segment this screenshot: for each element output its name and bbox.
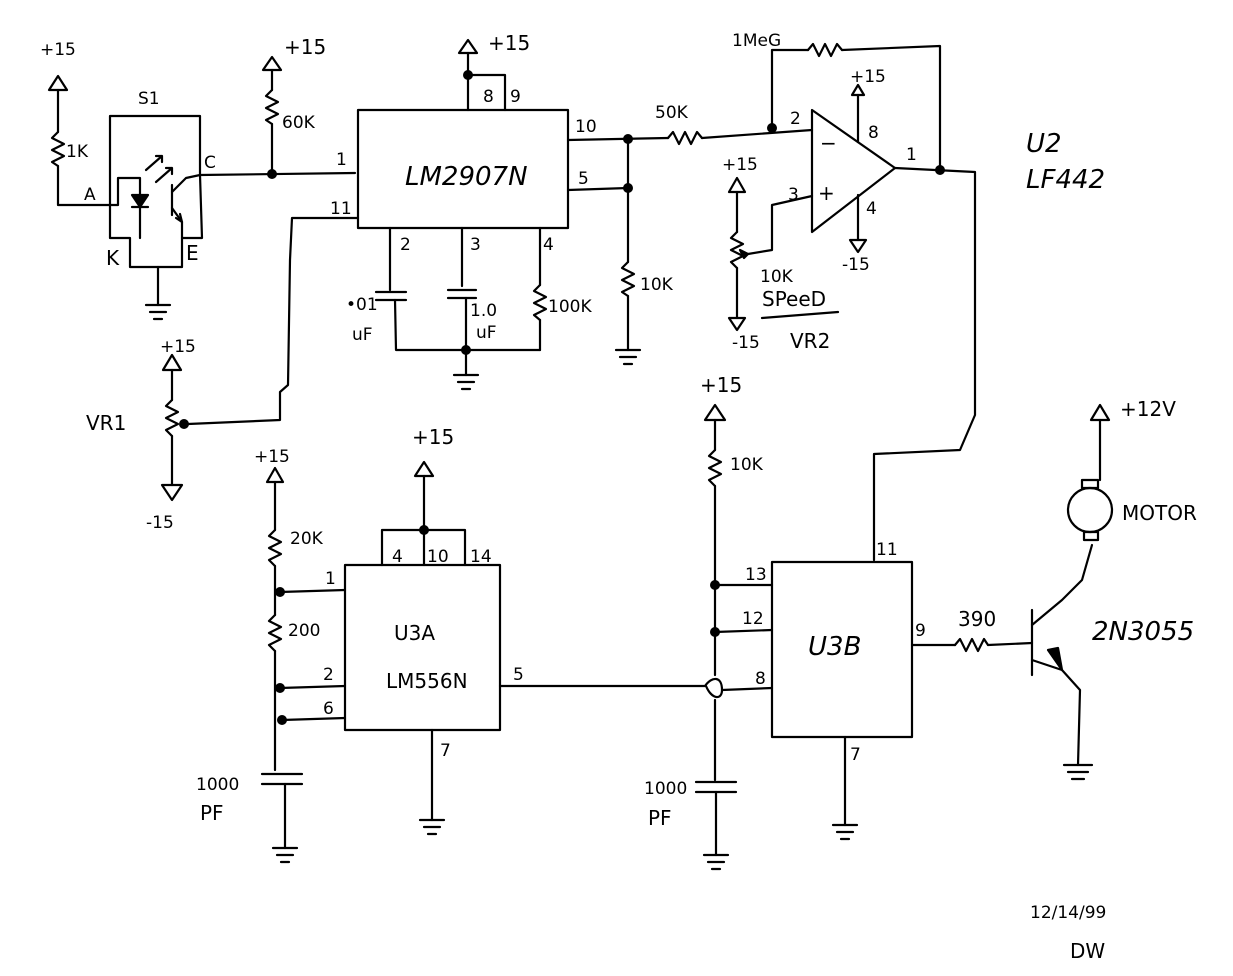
label-r1k: 1K [66, 142, 89, 162]
lf442-label: LF442 [1026, 165, 1105, 195]
u3a-pin14: 14 [470, 547, 492, 567]
u3a-pin5: 5 [513, 665, 524, 685]
r50k-label: 50K [655, 103, 689, 123]
vr1-p15: +15 [160, 337, 196, 357]
op-m15: -15 [842, 255, 870, 275]
r390-label: 390 [958, 607, 996, 631]
u3b-pin8: 8 [755, 669, 766, 689]
c10-value: 1.0 [470, 301, 497, 321]
transistor-label: 2N3055 [1092, 617, 1194, 647]
lm2907-section: LM2907N +15 1 11 8 9 10 5 2 3 4 •01 uF 1… [186, 31, 597, 426]
vr1-label: VR1 [86, 411, 126, 435]
u3a-pin2: 2 [323, 665, 334, 685]
label-p15-2: +15 [284, 35, 326, 59]
opamp-triangle [810, 108, 897, 234]
u3a-chip [343, 563, 502, 732]
motor-symbol [1066, 486, 1114, 534]
c1000a-value: 1000 [196, 775, 239, 795]
c1000b-unit: PF [648, 806, 672, 830]
op-plus: + [818, 181, 835, 205]
u3a-top-p15: +15 [412, 425, 454, 449]
op-minus: − [820, 131, 837, 155]
u3b-chip [770, 560, 914, 739]
r20k-label: 20K [290, 529, 324, 549]
label-pin-a: A [84, 185, 96, 205]
u3b-section: +15 10K 13 12 8 11 9 7 U3B 1000 PF [644, 373, 1034, 871]
label-r60k: 60K [282, 113, 316, 133]
label-pin-k: K [106, 246, 120, 270]
u3a-pin6: 6 [323, 699, 334, 719]
c10-unit: uF [476, 323, 497, 343]
label-pin-e: E [186, 241, 199, 265]
u3b-pin12: 12 [742, 609, 764, 629]
label-p15-3: +15 [488, 31, 530, 55]
signature: 12/14/99 DW [1030, 903, 1106, 963]
u3b-pin9: 9 [915, 621, 926, 641]
initials-label: DW [1070, 939, 1105, 963]
op-pin1: 1 [906, 145, 917, 165]
c01-value: •01 [346, 295, 378, 315]
motor-drive-section: 390 2N3055 +12V MOTOR [958, 397, 1197, 781]
op-p15: +15 [850, 67, 886, 87]
p12v-label: +12V [1120, 397, 1176, 421]
op-pin2: 2 [790, 109, 801, 129]
op-pin3: 3 [788, 185, 799, 205]
r1meg-label: 1MeG [732, 31, 781, 51]
speed-label: SPeeD [762, 287, 826, 311]
u3a-pin10: 10 [427, 547, 449, 567]
u2-label: U2 [1026, 129, 1062, 159]
u3a-pin4: 4 [392, 547, 403, 567]
r10k-b-label: 10K [730, 455, 764, 475]
c1000b-value: 1000 [644, 779, 687, 799]
lm-pin11: 11 [330, 199, 352, 219]
vr2-label: VR2 [790, 329, 830, 353]
u3b-p15: +15 [700, 373, 742, 397]
lm-pin1: 1 [336, 150, 347, 170]
u3b-pin13: 13 [745, 565, 767, 585]
r10k-a-label: 10K [640, 275, 674, 295]
vr1-section: +15 VR1 -15 [86, 337, 196, 533]
op-pin4: 4 [866, 199, 877, 219]
u3a-pin7: 7 [440, 741, 451, 761]
label-s1: S1 [138, 89, 160, 109]
vr1-m15: -15 [146, 513, 174, 533]
lm-pin5: 5 [578, 169, 589, 189]
u3b-name: U3B [808, 632, 861, 662]
op-pin8: 8 [868, 123, 879, 143]
lm-pin10: 10 [575, 117, 597, 137]
lm-pin4: 4 [543, 235, 554, 255]
lm-pin9: 9 [510, 87, 521, 107]
r100k-label: 100K [548, 297, 592, 317]
lm-pin3: 3 [470, 235, 481, 255]
label-p15-1: +15 [40, 40, 76, 60]
label-pin-c: C [204, 153, 216, 173]
u3b-pin11: 11 [876, 540, 898, 560]
c1000a-unit: PF [200, 801, 224, 825]
s1-sensor-section: +15 S1 1K A C K E +15 60K [40, 35, 357, 321]
lm-pin2: 2 [400, 235, 411, 255]
r200-label: 200 [288, 621, 320, 641]
motor-label: MOTOR [1122, 501, 1197, 525]
u3a-name: U3A [394, 621, 435, 645]
lm556-name: LM556N [386, 669, 468, 693]
lm2907-name: LM2907N [405, 162, 528, 192]
vr2-m15: -15 [732, 333, 760, 353]
u3a-pin1: 1 [325, 569, 336, 589]
date-label: 12/14/99 [1030, 903, 1106, 923]
u3a-section: +15 20K 200 1 2 6 4 10 14 5 7 +15 U3A LM… [196, 425, 774, 864]
u3a-p15: +15 [254, 447, 290, 467]
c01-unit: uF [352, 325, 373, 345]
lm-pin8: 8 [483, 87, 494, 107]
vr2-p15: +15 [722, 155, 758, 175]
u3b-pin7: 7 [850, 745, 861, 765]
vr2-resistor: 10K [760, 267, 794, 287]
opamp-section: 50K 10K 1MeG 2 3 1 8 4 +15 -15 − + +15 1… [566, 31, 1105, 562]
